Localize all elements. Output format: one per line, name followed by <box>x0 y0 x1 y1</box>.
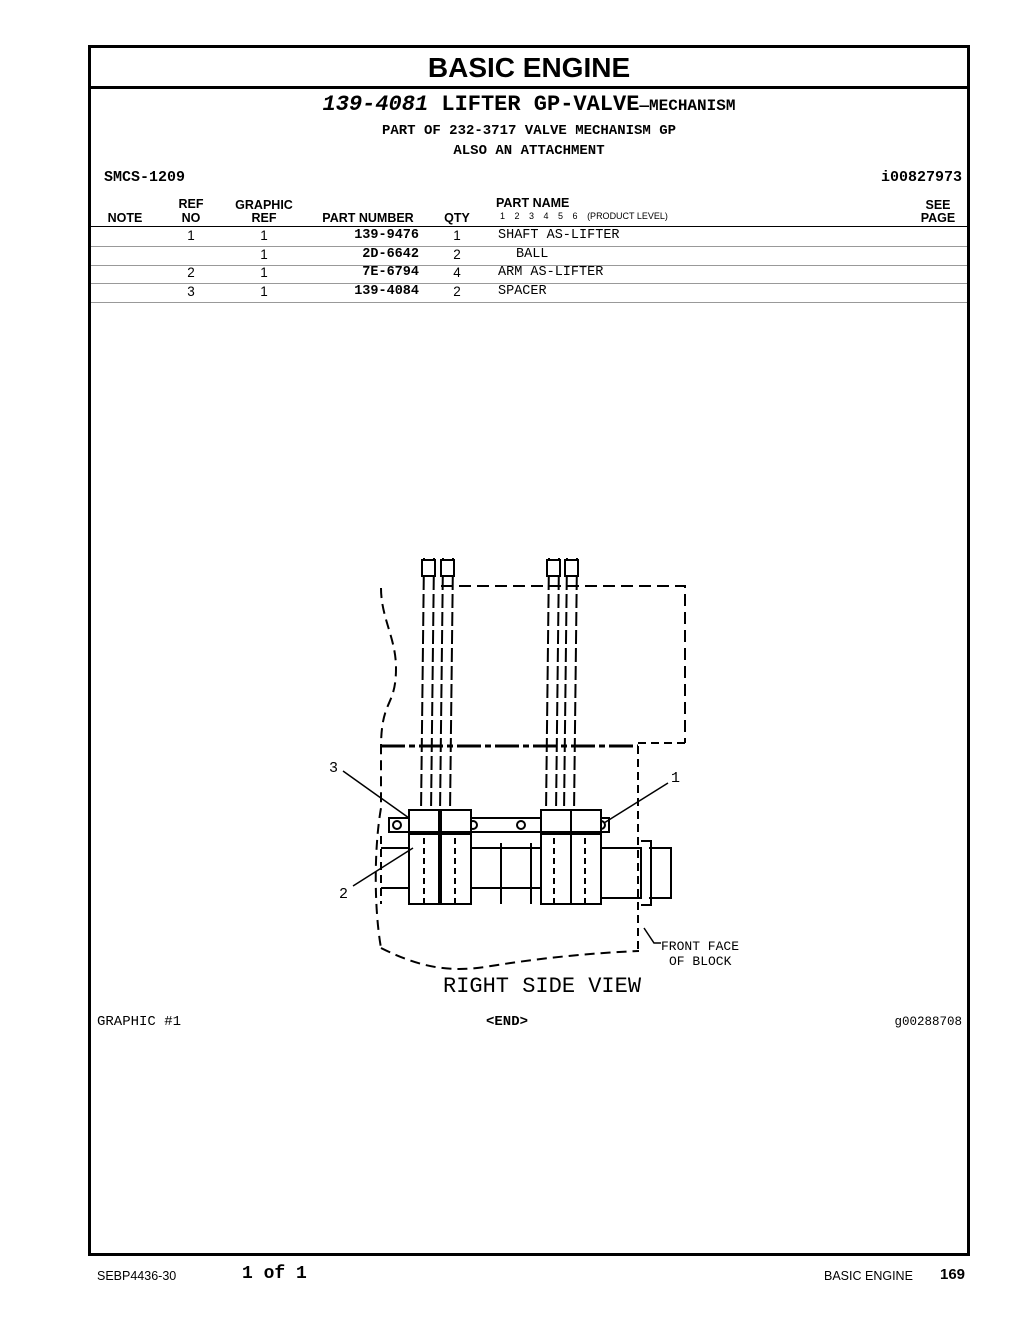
block-outline-left <box>374 587 398 949</box>
cell-ref-no: 1 <box>187 228 195 243</box>
cell-qty: 4 <box>453 265 461 280</box>
callout-1: 1 <box>671 770 680 787</box>
callout-2: 2 <box>339 886 348 903</box>
cell-qty: 2 <box>453 246 461 262</box>
cell-graphic-ref: 1 <box>260 246 268 262</box>
header-see: SEE <box>925 198 951 212</box>
header-qty: QTY <box>444 211 470 225</box>
cell-graphic-ref: 1 <box>260 283 268 299</box>
product-levels: 1 2 3 4 5 6 (PRODUCT LEVEL) <box>500 211 668 221</box>
header-part-number: PART NUMBER <box>322 211 414 225</box>
view-label: RIGHT SIDE VIEW <box>443 974 642 999</box>
group-name: LIFTER GP-VALVE <box>441 92 640 117</box>
header-rule <box>91 226 967 227</box>
camshaft <box>380 833 672 906</box>
document-number: SEBP4436-30 <box>97 1269 177 1283</box>
group-title: 139-4081 LIFTER GP-VALVE—MECHANISM <box>91 92 967 117</box>
leader-3 <box>342 770 410 819</box>
header-page: PAGE <box>920 211 956 225</box>
block-outline-top <box>441 585 686 743</box>
table-row-rule <box>91 301 967 303</box>
header-ref: REF <box>178 197 204 211</box>
header-note: NOTE <box>107 211 143 225</box>
cell-qty: 1 <box>453 228 461 243</box>
cell-part-number: 139-4084 <box>354 283 419 299</box>
header-graphic-ref: REF <box>251 211 277 225</box>
cell-part-name: SPACER <box>498 283 547 299</box>
header-part-name: PART NAME <box>496 196 570 210</box>
graphic-id: g00288708 <box>894 1015 962 1029</box>
cell-part-name: BALL <box>516 246 549 262</box>
cell-graphic-ref: 1 <box>260 265 268 280</box>
product-level-label: (PRODUCT LEVEL) <box>587 211 668 221</box>
table-row-rule <box>91 264 967 266</box>
block-outline-bottom <box>380 947 640 970</box>
table-row-rule <box>91 283 967 284</box>
illustration-id: i00827973 <box>880 169 962 186</box>
end-marker: <END> <box>486 1014 529 1030</box>
part-of-line: PART OF 232-3717 VALVE MECHANISM GP <box>381 123 677 139</box>
cell-part-number: 139-9476 <box>354 228 419 243</box>
table-row-rule <box>91 246 967 247</box>
cell-qty: 2 <box>453 283 461 299</box>
cell-graphic-ref: 1 <box>260 228 268 243</box>
group-suffix: —MECHANISM <box>639 97 736 115</box>
attachment-line: ALSO AN ATTACHMENT <box>453 143 605 159</box>
cell-part-number: 7E-6794 <box>362 265 419 280</box>
header-graphic: GRAPHIC <box>235 198 293 212</box>
page-number: 169 <box>940 1266 966 1283</box>
page-of: 1 of 1 <box>242 1264 307 1284</box>
front-face-label-1: FRONT FACE <box>661 939 739 954</box>
section-title: BASIC ENGINE <box>91 48 967 89</box>
cell-part-name: SHAFT AS-LIFTER <box>498 228 620 243</box>
push-rods <box>420 557 579 814</box>
cell-part-number: 2D-6642 <box>362 246 419 262</box>
right-side-view-drawing: 3 1 2 FRONT FACE OF BLOCK RIGHT SIDE VIE… <box>329 557 739 999</box>
cell-ref-no: 3 <box>187 283 195 299</box>
graphic-label: GRAPHIC #1 <box>97 1014 182 1030</box>
leader-2 <box>352 847 414 887</box>
smcs-code: SMCS-1209 <box>104 169 186 186</box>
cell-ref-no: 2 <box>187 265 195 280</box>
lifter-arms <box>408 809 602 833</box>
leader-1 <box>603 782 669 824</box>
cell-part-name: ARM AS-LIFTER <box>498 265 604 280</box>
front-face-label-2: OF BLOCK <box>669 954 732 969</box>
level-numbers: 1 2 3 4 5 6 <box>500 211 578 221</box>
callout-3: 3 <box>329 760 338 777</box>
header-no: NO <box>181 211 201 225</box>
leader-front-face <box>643 927 661 944</box>
group-number: 139-4081 <box>322 92 429 117</box>
footer-section: BASIC ENGINE <box>824 1269 913 1283</box>
page-frame: BASIC ENGINE 139-4081 LIFTER GP-VALVE—ME… <box>88 45 970 1256</box>
